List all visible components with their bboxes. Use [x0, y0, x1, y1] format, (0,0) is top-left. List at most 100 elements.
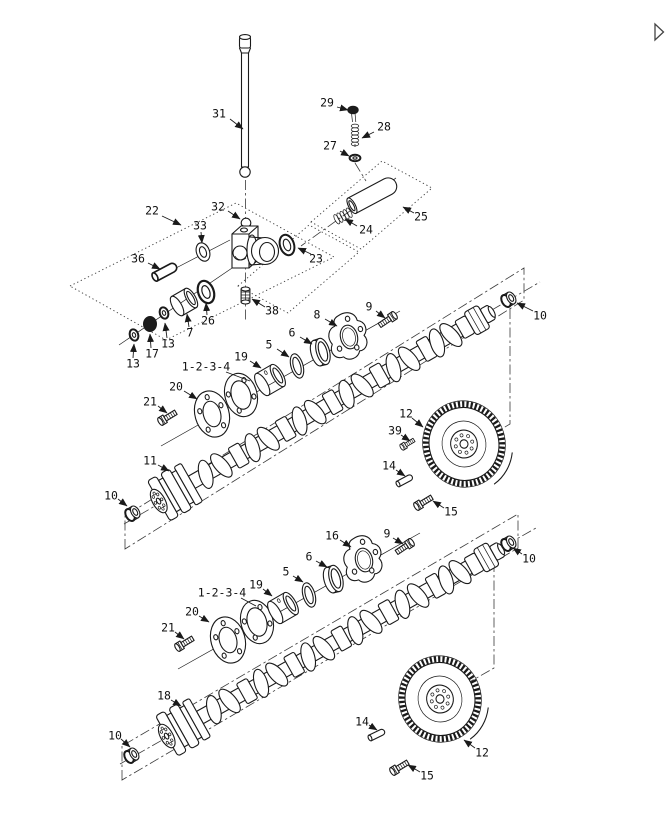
part-label-21: 21: [161, 621, 185, 640]
part-label-10: 10: [104, 489, 128, 507]
ring-33: [193, 240, 213, 264]
svg-text:36: 36: [131, 252, 145, 266]
svg-text:18: 18: [157, 689, 171, 703]
svg-text:12: 12: [475, 746, 489, 760]
part-label-28: 28: [361, 120, 391, 139]
part-label-5: 5: [266, 338, 290, 358]
part-label-39: 39: [388, 424, 411, 442]
cam-gear-lower: [388, 645, 495, 755]
cam-gear-upper: [412, 390, 519, 500]
part-label-12: 12: [463, 739, 489, 760]
part-label-32: 32: [211, 200, 241, 220]
adjuster-washer-27: [348, 153, 362, 163]
part-label-16: 16: [325, 529, 352, 548]
pin-14-lower: [366, 727, 387, 742]
svg-text:38: 38: [265, 304, 279, 318]
svg-text:10: 10: [533, 309, 547, 323]
svg-text:39: 39: [388, 424, 402, 438]
svg-text:10: 10: [108, 729, 122, 743]
part-label-14: 14: [355, 715, 378, 731]
part-label-10: 10: [516, 302, 547, 323]
part-label-18: 18: [157, 689, 182, 707]
part-label-10: 10: [512, 547, 536, 566]
ring-5-upper: [287, 351, 307, 381]
plug-38: [240, 286, 251, 305]
part-label-17: 17: [145, 333, 159, 361]
svg-text:22: 22: [145, 204, 159, 218]
svg-text:6: 6: [306, 550, 313, 564]
part-label-11: 11: [143, 454, 170, 472]
side-panel-arrow-icon[interactable]: [654, 22, 665, 42]
svg-text:19: 19: [234, 350, 248, 364]
bolt-21-upper: [156, 408, 179, 427]
svg-text:9: 9: [384, 527, 391, 541]
adjuster-spring-28: [350, 123, 360, 148]
part-label-36: 36: [131, 252, 161, 270]
svg-text:7: 7: [187, 326, 194, 340]
thrust-plate-8: [322, 308, 373, 364]
part-label-33: 33: [193, 219, 207, 244]
part-label-10: 10: [108, 729, 131, 748]
svg-text:14: 14: [355, 715, 369, 729]
part-label-6: 6: [306, 550, 328, 568]
part-label-13: 13: [126, 343, 140, 371]
washer-13-outer: [127, 327, 141, 343]
part-label-19: 19: [249, 578, 273, 597]
part-label-12: 12: [399, 407, 424, 428]
svg-text:10: 10: [522, 552, 536, 566]
frame-upper-camshaft: [124, 267, 525, 550]
svg-text:11: 11: [143, 454, 157, 468]
ring-26: [193, 277, 219, 307]
svg-text:1-2-3-4: 1-2-3-4: [182, 360, 231, 374]
part-label-22: 22: [145, 204, 182, 226]
part-label-6: 6: [289, 326, 313, 345]
rocker-block: [231, 217, 280, 269]
svg-text:26: 26: [201, 314, 215, 328]
svg-text:19: 19: [249, 578, 263, 592]
svg-text:17: 17: [145, 347, 159, 361]
svg-text:12: 12: [399, 407, 413, 421]
ring-5-lower: [299, 580, 319, 610]
part-label-1-2-3-4: 1-2-3-4: [198, 586, 257, 607]
svg-text:29: 29: [320, 96, 334, 110]
part-label-27: 27: [323, 139, 350, 157]
svg-text:32: 32: [211, 200, 225, 214]
svg-text:28: 28: [377, 120, 391, 134]
part-label-25: 25: [402, 206, 428, 224]
part-label-13: 13: [161, 322, 175, 351]
part-label-20: 20: [185, 605, 210, 623]
disc-17: [143, 316, 157, 332]
part-label-9: 9: [384, 527, 404, 545]
svg-text:23: 23: [309, 252, 323, 266]
tappet-25: [346, 177, 398, 215]
part-label-7: 7: [184, 313, 194, 340]
plug-10-lower-left: [121, 745, 142, 766]
svg-text:15: 15: [444, 505, 458, 519]
part-label-14: 14: [382, 459, 406, 477]
part-label-20: 20: [169, 380, 198, 400]
thrust-plate-16: [337, 531, 388, 587]
svg-text:20: 20: [169, 380, 183, 394]
svg-text:13: 13: [126, 357, 140, 371]
svg-text:31: 31: [212, 107, 226, 121]
svg-text:33: 33: [193, 219, 207, 233]
part-label-8: 8: [314, 308, 338, 327]
svg-text:24: 24: [359, 223, 373, 237]
bearing-23: [276, 231, 298, 259]
svg-text:16: 16: [325, 529, 339, 543]
part-label-5: 5: [283, 565, 304, 583]
part-label-31: 31: [212, 107, 244, 130]
svg-text:5: 5: [266, 338, 273, 352]
part-label-9: 9: [366, 300, 386, 319]
svg-text:9: 9: [366, 300, 373, 314]
plug-10-upper-left: [122, 503, 143, 524]
bolt-15-lower: [388, 758, 411, 777]
svg-text:27: 27: [323, 139, 337, 153]
part-label-1-2-3-4: 1-2-3-4: [182, 360, 251, 382]
svg-text:13: 13: [161, 337, 175, 351]
centerline-adjuster: [354, 162, 367, 182]
ring-6-upper: [307, 336, 334, 369]
push-rod: [238, 34, 252, 178]
